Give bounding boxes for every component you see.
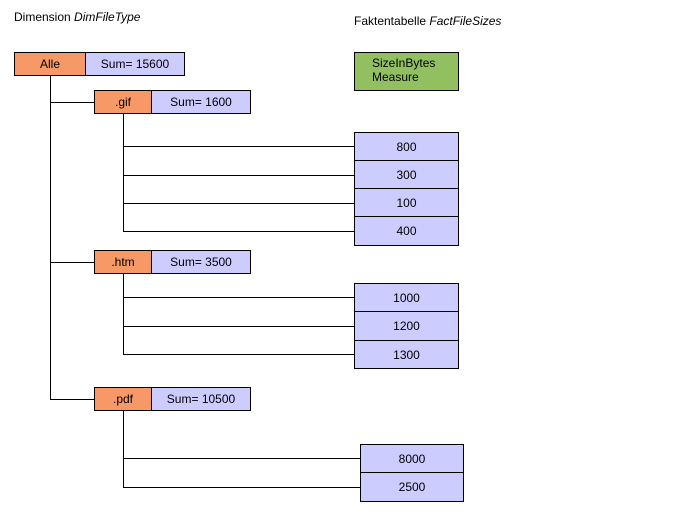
fact-value-cell: 1300 [354, 340, 459, 369]
fact-value-cell: 1000 [354, 283, 459, 312]
fact-value-cell: 2500 [360, 472, 464, 502]
fact-title-prefix: Faktentabelle [354, 14, 430, 28]
htm-sum-node: Sum= 3500 [151, 250, 251, 274]
fact-value: 1000 [393, 290, 420, 305]
fact-value: 1200 [393, 319, 420, 333]
fact-value: 8000 [398, 451, 426, 466]
root-sum: Sum= 15600 [100, 57, 170, 71]
root-label: Alle [39, 57, 60, 71]
measure-box: SizeInBytes Measure [354, 52, 459, 91]
pdf-sum-node: Sum= 10500 [151, 387, 251, 411]
fact-value: 1300 [393, 347, 420, 362]
root-key-node: Alle [14, 52, 86, 76]
measure-type: Measure [372, 70, 419, 84]
pdf-label: .pdf [112, 392, 133, 406]
fact-value-cell: 800 [354, 132, 459, 161]
htm-label: .htm [111, 255, 135, 269]
fact-value: 2500 [398, 480, 426, 494]
htm-key-node: .htm [94, 250, 152, 274]
dimension-title-prefix: Dimension [14, 10, 75, 24]
gif-sum-node: Sum= 1600 [151, 90, 251, 114]
fact-value-cell: 100 [354, 188, 459, 217]
fact-table-name: FactFileSizes [429, 14, 502, 28]
gif-label: .gif [114, 95, 131, 109]
pdf-key-node: .pdf [94, 387, 152, 411]
measure-name: SizeInBytes [372, 56, 436, 70]
fact-value-cell: 400 [354, 216, 459, 246]
dimension-title: Dimension DimFileType [14, 10, 140, 24]
fact-value: 100 [396, 195, 417, 210]
fact-value-cell: 1200 [354, 311, 459, 341]
fact-table-title: Faktentabelle FactFileSizes [354, 14, 501, 28]
gif-sum: Sum= 1600 [170, 95, 232, 109]
dimension-name: DimFileType [74, 10, 141, 24]
fact-value: 400 [396, 224, 417, 238]
htm-sum: Sum= 3500 [170, 255, 232, 269]
fact-value: 300 [396, 167, 417, 182]
fact-value-cell: 300 [354, 160, 459, 189]
root-sum-node: Sum= 15600 [85, 52, 185, 76]
fact-value: 800 [396, 139, 417, 154]
pdf-sum: Sum= 10500 [166, 392, 236, 406]
fact-value-cell: 8000 [360, 444, 464, 473]
gif-key-node: .gif [94, 90, 152, 114]
